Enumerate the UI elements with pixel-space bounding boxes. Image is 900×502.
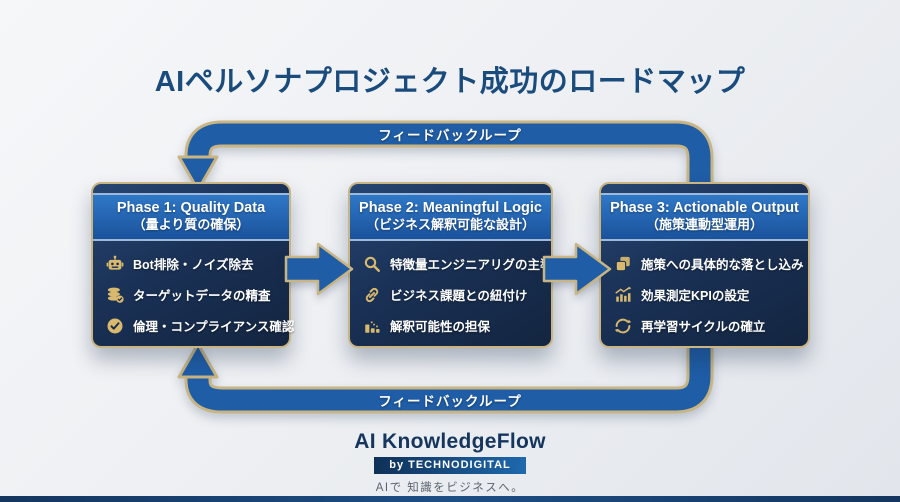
link-icon (363, 286, 381, 304)
phase-box-2: Phase 2: Meaningful Logic （ビジネス解釈可能な設計） … (348, 182, 553, 348)
phase-1-item-3: 倫理・コンプライアンス確認 (106, 316, 294, 335)
bottom-accent-bar (0, 496, 900, 502)
phase-2-title: Phase 2: Meaningful Logic (359, 200, 542, 216)
phase-3-subtitle: （施策連動型運用） (645, 217, 763, 233)
feedback-loop-bottom-label: フィードバックループ (378, 394, 522, 409)
phase-item-label: ビジネス課題との紐付け (390, 289, 528, 304)
phase-item-label: 倫理・コンプライアンス確認 (133, 320, 295, 335)
brand-name: AI KnowledgeFlow (354, 430, 546, 453)
phase-3-item-2: 効果測定KPIの設定 (614, 285, 800, 304)
database-check-icon (106, 286, 124, 304)
phase-item-label: 再学習サイクルの確立 (641, 320, 766, 335)
magnifier-icon (363, 255, 381, 273)
bar-chart-icon (363, 317, 381, 335)
loop-arrowhead-up-icon (177, 342, 219, 379)
phase-item-label: 特徴量エンジニアリグの主導 (390, 258, 553, 273)
kpi-chart-icon (614, 286, 632, 304)
footer-logo-block: AI KnowledgeFlow by TECHNODIGITAL AIで 知識… (0, 430, 900, 495)
phase-3-header: Phase 3: Actionable Output （施策連動型運用） (601, 193, 808, 242)
phase-item-label: Bot排除・ノイズ除去 (133, 258, 254, 273)
check-circle-icon (106, 317, 124, 335)
phase-item-label: ターゲットデータの精査 (133, 289, 271, 304)
page-title: AIペルソナプロジェクト成功のロードマップ (154, 66, 746, 98)
flow-arrow-1-icon (284, 242, 354, 296)
phase-1-item-2: ターゲットデータの精査 (106, 285, 281, 304)
phase-box-3: Phase 3: Actionable Output （施策連動型運用） 施策へ… (599, 182, 810, 348)
phase-1-item-1: Bot排除・ノイズ除去 (106, 254, 281, 273)
phase-2-header: Phase 2: Meaningful Logic （ビジネス解釈可能な設計） (350, 193, 551, 242)
phase-2-subtitle: （ビジネス解釈可能な設計） (365, 217, 535, 233)
refresh-icon (614, 317, 632, 335)
feedback-loop-top-label: フィードバックループ (378, 128, 522, 143)
phase-box-1: Phase 1: Quality Data （量より質の確保） Bot排除・ノイ… (91, 182, 294, 348)
byline-badge: by TECHNODIGITAL (374, 457, 526, 474)
phase-item-label: 施策への具体的な落とし込み (641, 258, 804, 273)
phase-3-title: Phase 3: Actionable Output (610, 200, 799, 216)
phase-1-subtitle: （量より質の確保） (132, 217, 250, 233)
phase-2-item-3: 解釈可能性の担保 (363, 316, 543, 335)
copy-icon (614, 255, 632, 273)
phase-2-item-1: 特徴量エンジニアリグの主導 (363, 254, 553, 273)
robot-icon (106, 255, 124, 273)
phase-1-header: Phase 1: Quality Data （量より質の確保） (93, 193, 289, 242)
phase-item-label: 解釈可能性の担保 (390, 320, 491, 335)
phase-3-item-1: 施策への具体的な落とし込み (614, 254, 804, 273)
phase-1-title: Phase 1: Quality Data (116, 200, 266, 216)
footer-tagline: AIで 知識をビジネスへ。 (375, 482, 525, 494)
phase-2-item-2: ビジネス課題との紐付け (363, 285, 543, 304)
phase-3-item-3: 再学習サイクルの確立 (614, 316, 800, 335)
phase-item-label: 効果測定KPIの設定 (641, 289, 750, 304)
